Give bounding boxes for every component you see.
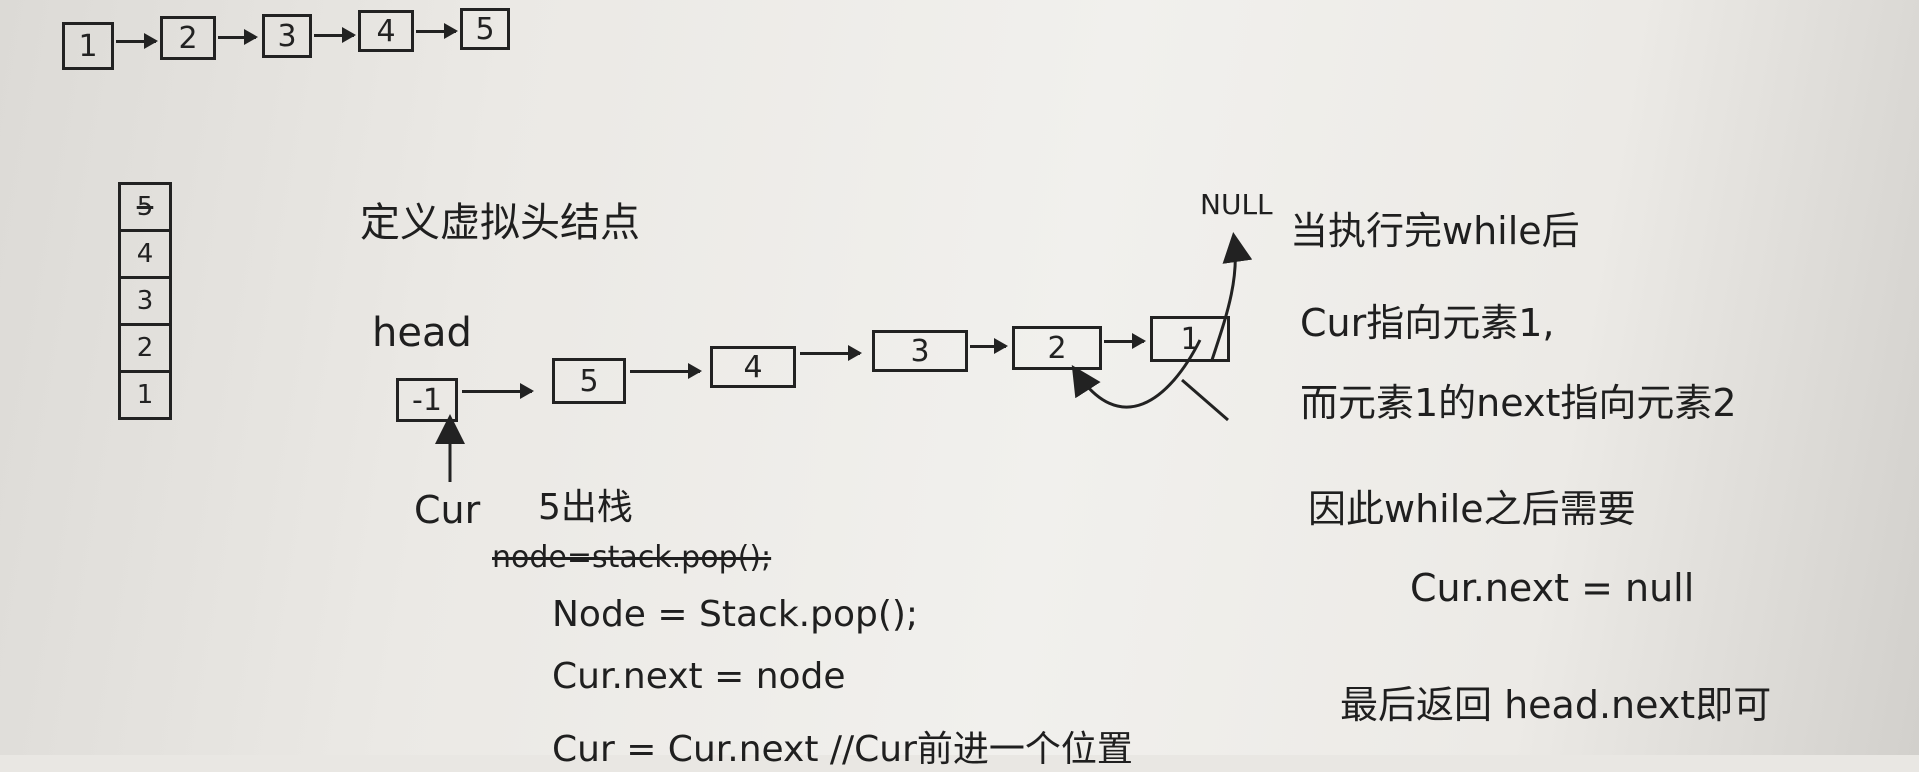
null-pointer-curve <box>1210 232 1253 361</box>
chain-arrow-2 <box>630 363 702 379</box>
chain-node-4: 4 <box>710 346 796 388</box>
top-node-2: 2 <box>160 16 216 60</box>
cur-label: Cur <box>414 488 481 532</box>
chain-arrow-3 <box>800 345 862 361</box>
code-struck-line: node=stack.pop(); <box>492 540 772 575</box>
stack-cell-1: 1 <box>121 373 169 420</box>
stack-cell-2: 2 <box>121 326 169 373</box>
pop-note: 5出栈 <box>538 487 633 528</box>
chain-node-dummy-label: -1 <box>412 382 442 418</box>
explain-line-1: 当执行完while后 <box>1290 209 1580 253</box>
code-line-1: Node = Stack.pop(); <box>552 594 919 635</box>
top-arrow-2 <box>218 29 258 45</box>
stack-cell-4-label: 4 <box>136 239 154 269</box>
heading: 定义虚拟头结点 <box>360 200 640 246</box>
chain-node-dummy: -1 <box>396 378 458 422</box>
chain-node-3: 3 <box>872 330 968 372</box>
stack-cell-5: 5 <box>121 182 169 232</box>
explain-line-6: 最后返回 head.next即可 <box>1340 683 1772 727</box>
chain-node-3-label: 3 <box>910 333 930 369</box>
code-line-3: Cur = Cur.next //Cur前进一个位置 <box>552 729 1133 770</box>
chain-arrow-5 <box>1104 333 1146 349</box>
explain-line-5: Cur.next = null <box>1410 566 1695 610</box>
top-node-2-label: 2 <box>178 20 198 56</box>
top-node-1: 1 <box>62 22 114 70</box>
top-node-1-label: 1 <box>78 28 98 64</box>
chain-arrow-1 <box>462 383 534 399</box>
stack-cell-3-label: 3 <box>136 286 154 316</box>
explain-line-4: 因此while之后需要 <box>1308 487 1636 531</box>
head-label: head <box>372 310 472 356</box>
stack-cell-3: 3 <box>121 279 169 326</box>
top-arrow-3 <box>314 27 356 43</box>
chain-node-4-label: 4 <box>743 349 763 385</box>
top-node-5: 5 <box>460 8 510 50</box>
stack-cell-5-label: 5 <box>136 192 154 222</box>
stack-cell-4: 4 <box>121 232 169 279</box>
chain-node-5-label: 5 <box>579 363 599 399</box>
chain-arrow-4 <box>970 338 1008 354</box>
stack-cell-2-label: 2 <box>136 333 154 363</box>
explain-line-2: Cur指向元素1, <box>1300 301 1555 345</box>
top-arrow-4 <box>416 23 458 39</box>
stack-cell-1-label: 1 <box>136 380 154 410</box>
chain-node-5: 5 <box>552 358 626 404</box>
top-node-4-label: 4 <box>376 13 396 49</box>
stack: 5 4 3 2 1 <box>118 182 172 420</box>
top-arrow-1 <box>116 33 158 49</box>
diagram-overlay <box>435 232 1253 482</box>
top-node-3: 3 <box>262 14 312 58</box>
explain-line-3: 而元素1的next指向元素2 <box>1300 381 1737 425</box>
chain-node-2: 2 <box>1012 326 1102 370</box>
top-node-5-label: 5 <box>475 11 495 47</box>
back-pointer-curve <box>1071 339 1202 409</box>
chain-node-2-label: 2 <box>1047 330 1067 366</box>
null-label: NULL <box>1200 188 1273 221</box>
code-line-2: Cur.next = node <box>552 656 846 697</box>
top-node-4: 4 <box>358 10 414 52</box>
cross-mark <box>1181 378 1229 422</box>
top-node-3-label: 3 <box>277 18 297 54</box>
